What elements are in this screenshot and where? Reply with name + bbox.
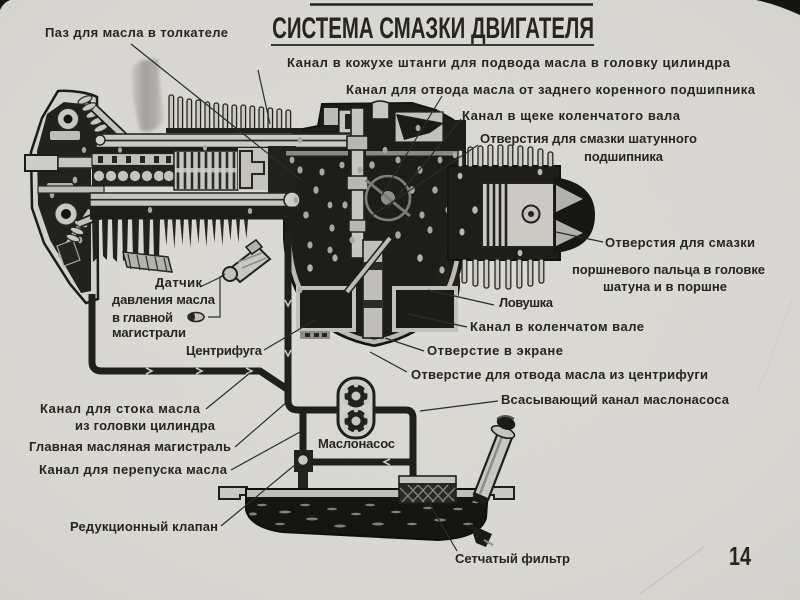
svg-text:Маслонасос: Маслонасос	[318, 436, 395, 451]
svg-text:14: 14	[729, 541, 751, 571]
svg-text:Паз для масла в толкателе: Паз для масла в толкателе	[45, 25, 228, 40]
svg-text:Всасывающий канал маслонасоса: Всасывающий канал маслонасоса	[501, 392, 730, 407]
svg-text:Редукционный клапан: Редукционный клапан	[70, 519, 218, 534]
svg-text:СИСТЕМА СМАЗКИ ДВИГАТЕЛЯ: СИСТЕМА СМАЗКИ ДВИГАТЕЛЯ	[272, 10, 594, 44]
svg-text:Канал для перепуска масла: Канал для перепуска масла	[39, 462, 228, 477]
svg-text:Сетчатый фильтр: Сетчатый фильтр	[455, 551, 570, 566]
svg-text:Ловушка: Ловушка	[499, 295, 554, 310]
svg-text:Отверстия для смазки: Отверстия для смазки	[605, 235, 755, 250]
svg-text:подшипника: подшипника	[584, 149, 664, 164]
svg-text:Канал в щеке коленчатого вала: Канал в щеке коленчатого вала	[462, 108, 681, 123]
svg-text:Главная масляная магистраль: Главная масляная магистраль	[29, 439, 231, 454]
svg-text:Канал в коленчатом вале: Канал в коленчатом вале	[470, 319, 644, 334]
svg-text:давления масла: давления масла	[112, 292, 216, 307]
svg-text:Канал для отвода масла от задн: Канал для отвода масла от заднего коренн…	[346, 82, 756, 97]
svg-text:магистрали: магистрали	[112, 325, 186, 340]
svg-text:Центрифуга: Центрифуга	[186, 343, 263, 358]
svg-text:из головки цилиндра: из головки цилиндра	[75, 418, 216, 433]
svg-text:Канал в кожухе штанги для подв: Канал в кожухе штанги для подвода масла …	[287, 55, 731, 70]
svg-text:Отверстие для отвода масла из: Отверстие для отвода масла из центрифуги	[411, 367, 708, 382]
svg-text:Отверстия для смазки шатунного: Отверстия для смазки шатунного	[480, 131, 697, 146]
svg-text:шатуна и в поршне: шатуна и в поршне	[603, 279, 727, 294]
svg-text:Канал для стока масла: Канал для стока масла	[40, 401, 201, 416]
svg-text:поршневого пальца в головке: поршневого пальца в головке	[572, 262, 765, 277]
svg-text:в главной: в главной	[112, 310, 173, 325]
svg-text:Отверстие в экране: Отверстие в экране	[427, 343, 563, 358]
svg-text:Датчик: Датчик	[155, 275, 202, 290]
